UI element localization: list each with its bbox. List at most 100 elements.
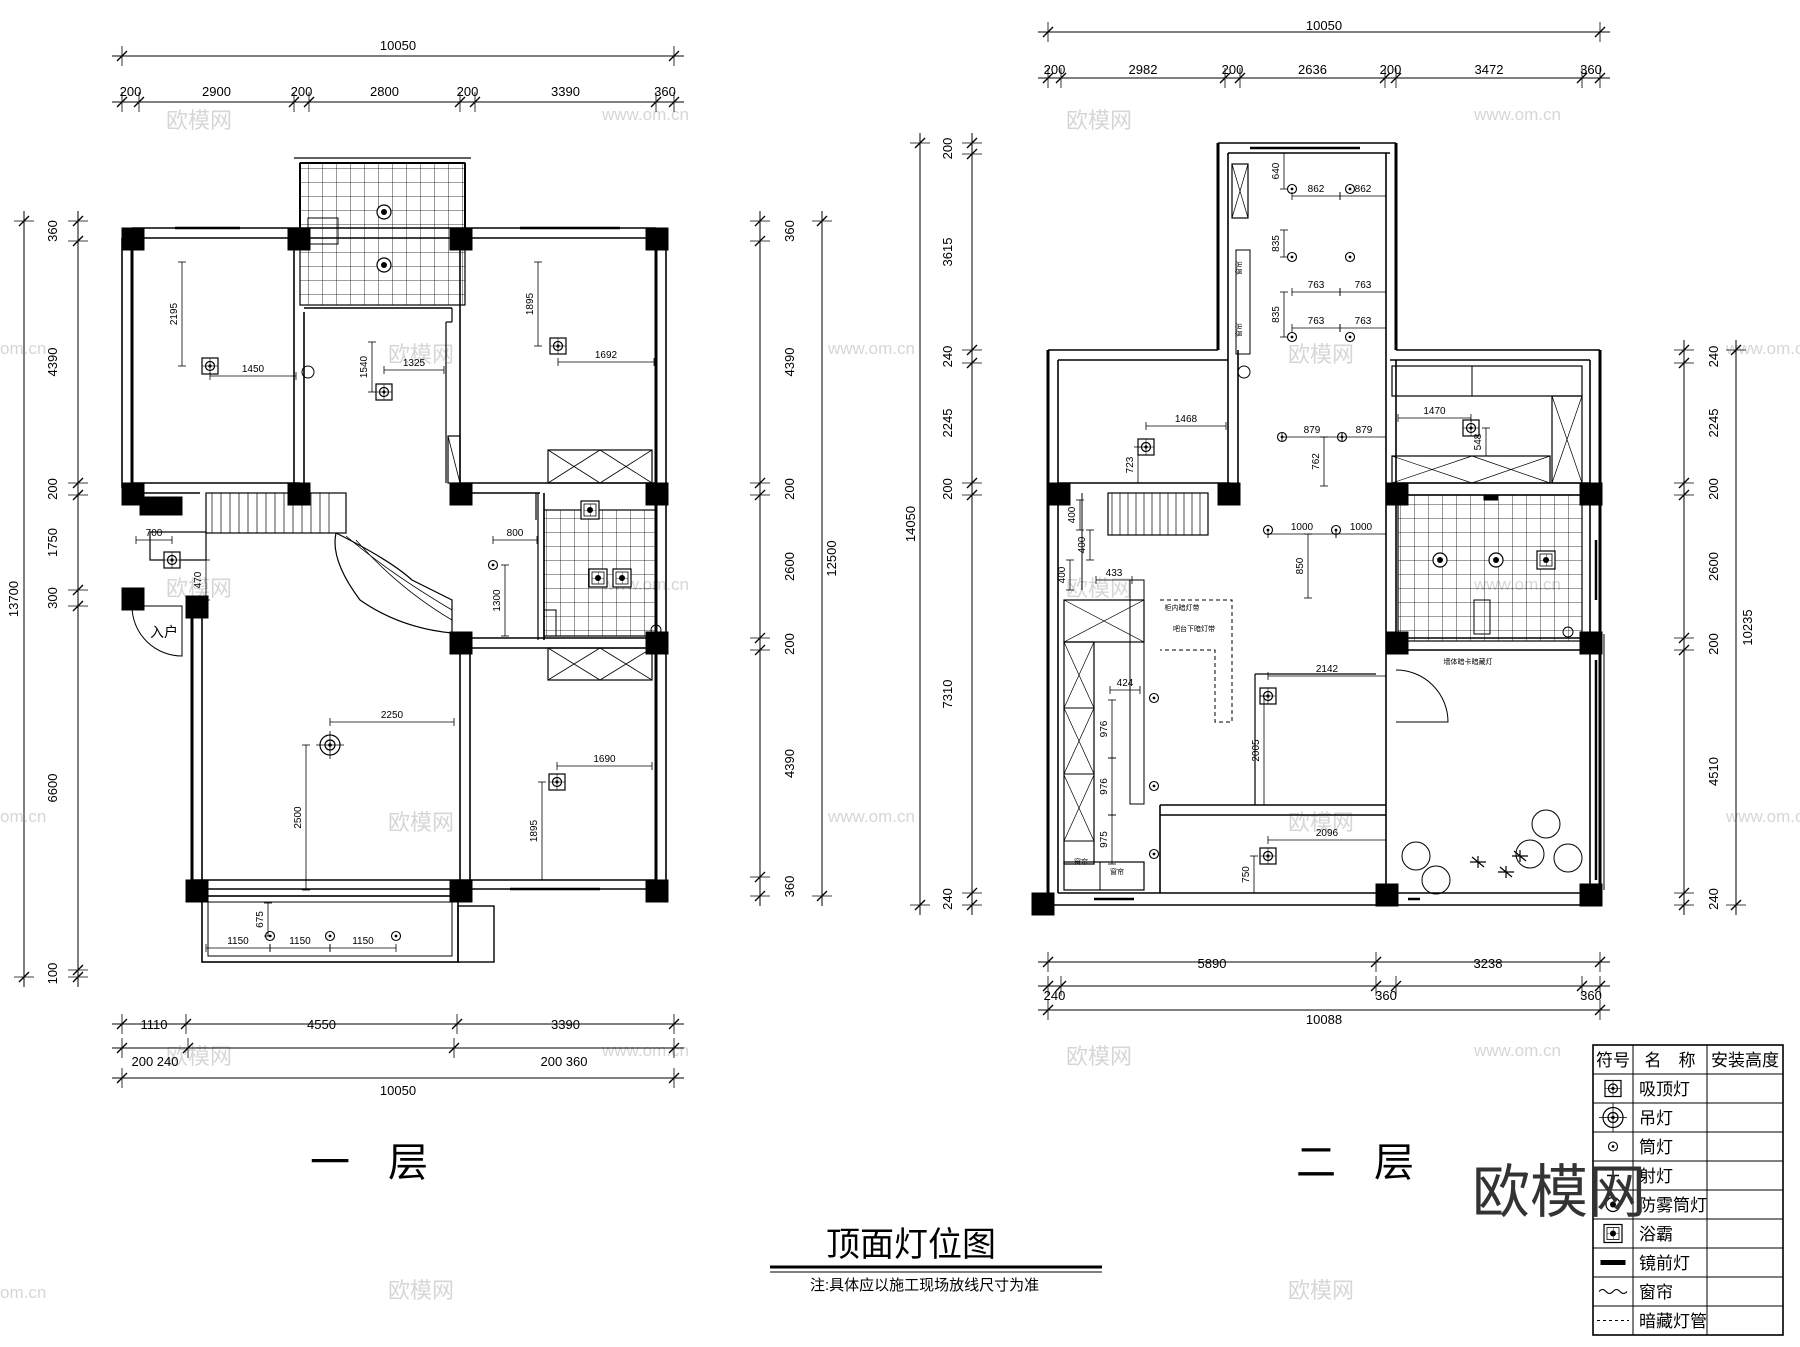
entry-label: 入户 xyxy=(150,624,178,640)
dimension-tick xyxy=(303,96,315,108)
balcony-wall-end xyxy=(457,905,495,963)
dimension-text: 200 xyxy=(782,633,797,655)
shrub xyxy=(1512,850,1528,862)
wardrobe-cross xyxy=(599,647,653,681)
staircase xyxy=(1081,492,1209,590)
dimension-tick xyxy=(116,96,128,108)
staircase xyxy=(205,492,453,634)
wardrobe-cross xyxy=(1551,395,1583,484)
wardrobe-cross xyxy=(1471,455,1551,484)
dimension-tick xyxy=(18,971,30,983)
plant xyxy=(1515,839,1545,869)
plant xyxy=(1553,843,1583,873)
legend-symbol xyxy=(1598,1289,1628,1294)
dimension-text: 200 xyxy=(120,84,142,99)
dimension-tick xyxy=(116,1072,128,1084)
front-balcony-inner xyxy=(207,901,453,957)
dimension-tick xyxy=(72,215,84,227)
dimension-tick xyxy=(72,489,84,501)
dimension-text: 1110 xyxy=(141,1017,168,1032)
dimension-tick xyxy=(1576,980,1588,992)
dimension-text: 200 360 xyxy=(541,1054,588,1069)
dimension-text: 2982 xyxy=(1129,62,1158,77)
dimension-tick xyxy=(1042,26,1054,38)
inner-dimension-text: 2250 xyxy=(381,710,404,721)
structural-column xyxy=(645,482,669,506)
legend-entry: 浴霸 xyxy=(1639,1225,1673,1244)
dimension-tick xyxy=(1042,1004,1054,1016)
dimension-text: 14050 xyxy=(903,506,918,542)
dimension-text: 2600 xyxy=(782,552,797,581)
legend-symbol xyxy=(1607,1141,1619,1152)
inner-dimension-text: 2005 xyxy=(1251,739,1262,762)
structural-column xyxy=(1217,482,1241,506)
dimension-text: 240 xyxy=(1706,888,1721,910)
inner-dimension-text: 1468 xyxy=(1175,414,1198,425)
legend-table: 符号名 称安装高度吸顶灯吊灯筒灯射灯防雾筒灯浴霸镜前灯窗帘暗藏灯管 xyxy=(1592,1044,1784,1336)
closet-top xyxy=(1231,163,1249,219)
hidden-light-label: 墙体暗卡暗藏灯 xyxy=(1444,657,1493,666)
dimension-tick xyxy=(1390,72,1402,84)
dimension-tick xyxy=(966,899,978,911)
dimension-tick xyxy=(754,489,766,501)
plant xyxy=(1531,809,1561,839)
dimension-tick xyxy=(469,96,481,108)
structural-column xyxy=(645,631,669,655)
door-swing xyxy=(1395,669,1449,723)
closet-cross xyxy=(447,435,461,484)
structural-column xyxy=(449,879,473,903)
inner-dimension-text: 879 xyxy=(1304,425,1321,436)
dimension-tick xyxy=(1678,489,1690,501)
dimension-tick xyxy=(72,971,84,983)
dimension-text: 5890 xyxy=(1198,956,1227,971)
inner-dimension-text: 835 xyxy=(1271,235,1282,252)
bath-heater xyxy=(612,568,632,588)
dimension-text: 240 xyxy=(940,346,955,368)
dimension-text: 6600 xyxy=(45,774,60,803)
shrub xyxy=(1498,866,1514,878)
mirror-light xyxy=(1483,495,1499,501)
inner-dimension-text: 1450 xyxy=(242,364,265,375)
dimension-text: 3615 xyxy=(940,238,955,267)
inner-dimension-text: 835 xyxy=(1271,306,1282,323)
dimension-text: 200 xyxy=(1706,633,1721,655)
inner-dimension-text: 763 xyxy=(1355,280,1372,291)
dimension-tick xyxy=(1730,899,1742,911)
watermark-text: om.cn xyxy=(0,807,46,826)
pendant-light xyxy=(315,730,345,760)
balcony-tile-grid xyxy=(299,162,466,306)
dimension-tick xyxy=(668,50,680,62)
stair-post xyxy=(139,496,183,516)
dimension-tick xyxy=(133,96,145,108)
inner-dimension-text: 400 xyxy=(1077,536,1088,553)
dimension-tick xyxy=(72,600,84,612)
dimension-text: 12500 xyxy=(824,540,839,576)
dimension-tick xyxy=(72,964,84,976)
downlight xyxy=(1148,848,1160,860)
watermark-text: 欧模网 xyxy=(1066,1044,1132,1069)
legend-symbol xyxy=(1607,1169,1619,1182)
dimension-text: 10050 xyxy=(380,38,416,53)
dimension-tick xyxy=(754,477,766,489)
inner-dimension-text: 1000 xyxy=(1350,522,1373,533)
dimension-tick xyxy=(1730,344,1742,356)
curtain-label: 窗帘 xyxy=(1234,323,1243,337)
inner-dimension-text: 1150 xyxy=(227,936,249,947)
legend-entry: 吸顶灯 xyxy=(1639,1080,1690,1099)
curved-stair xyxy=(334,532,453,634)
dimension-tick xyxy=(966,489,978,501)
watermark-text: 欧模网 xyxy=(388,810,454,835)
dimension-tick xyxy=(1678,344,1690,356)
counter-edge xyxy=(1129,579,1145,805)
inner-dimension-text: 1300 xyxy=(492,589,503,612)
dimension-text: 240 xyxy=(940,888,955,910)
structural-column xyxy=(121,482,145,506)
inner-dimension-text: 763 xyxy=(1308,280,1325,291)
dimension-text: 360 xyxy=(1375,988,1397,1003)
dimension-text: 200 240 xyxy=(132,1054,179,1069)
legend-symbol xyxy=(1604,1079,1622,1098)
wardrobe-cross xyxy=(1391,455,1473,484)
dimension-text: 200 xyxy=(457,84,479,99)
legend-entry: 窗帘 xyxy=(1639,1283,1673,1302)
dimension-tick xyxy=(72,584,84,596)
